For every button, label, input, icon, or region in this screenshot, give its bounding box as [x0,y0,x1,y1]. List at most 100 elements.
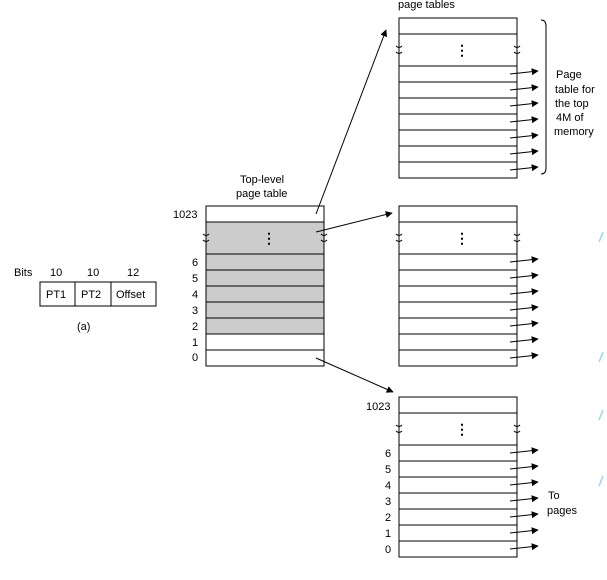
address-format: Bits 10 10 12 PT1 PT2 Offset (a) [14,267,157,333]
mid-arrow-3 [509,304,539,312]
bits-pt2: 10 [87,267,99,279]
top-entry-0 [205,349,325,367]
top-entry-ellipsis [205,221,325,255]
top-index-3: 3 [192,305,198,317]
bot-index-5: 5 [385,464,391,476]
bot-ellipsis: ⋮ [455,421,469,437]
top4m-arrow-0 [509,164,539,172]
top-index-1: 1 [192,337,198,349]
mid-entry-0 [398,349,518,367]
bot-arrow-6 [509,447,539,455]
top4m-ellipsis: ⋮ [455,42,469,58]
mid-entry-3 [398,301,518,319]
figure-caption: (a) [77,321,90,333]
mid-arrow-6 [509,256,539,264]
top-index-4: 4 [192,289,198,301]
top4m-entry-4 [398,97,518,115]
top4m-entry-1023 [398,17,518,35]
bot-entry-1023 [398,396,518,414]
top4m-entry-2 [398,129,518,147]
field-offset: Offset [116,289,145,301]
second-level-header: page tables [398,0,455,11]
bot-index-6: 6 [385,448,391,460]
top-index-1023: 1023 [173,209,197,221]
address-box [39,281,157,307]
top4m-entry-ellipsis [398,33,518,67]
bits-label: Bits [14,267,33,279]
top-index-0: 0 [192,352,198,364]
top-ellipsis: ⋮ [262,230,276,246]
bot-arrow-2 [509,511,539,519]
mid-entry-1 [398,333,518,351]
mid-arrow-5 [509,272,539,280]
bot-entry-0 [398,540,518,558]
bot-arrow-0 [509,543,539,551]
top4m-arrow-2 [509,132,539,140]
note-line-1: Page [556,69,582,81]
edge-stroke [598,475,604,487]
bits-offset: 12 [127,267,139,279]
to-pages-line-1: To [548,490,560,502]
mid-arrow-1 [509,336,539,344]
top-entry-6 [205,253,325,271]
bot-arrow-1 [509,527,539,535]
bot-entry-2 [398,508,518,526]
bot-entry-ellipsis [398,412,518,446]
break-marks [202,233,328,242]
top4m-entry-0 [398,161,518,179]
mid-arrow-0 [509,352,539,360]
top4m-entry-6 [398,65,518,83]
bot-entry-5 [398,460,518,478]
edge-stroke [598,231,604,243]
top-level-subtitle: page table [236,188,287,200]
top4m-bracket [540,19,547,175]
top-index-2: 2 [192,321,198,333]
top-index-6: 6 [192,257,198,269]
top4m-arrow-4 [509,100,539,108]
pointer-1023-arrow [315,29,388,215]
edge-stroke [598,351,604,363]
top4m-arrow-3 [509,116,539,124]
mid-entry-6 [398,253,518,271]
break-marks [395,45,521,54]
top4m-arrow-1 [509,148,539,156]
bot-index-4: 4 [385,480,391,492]
edge-stroke [598,409,604,421]
mid-entry-1023 [398,205,518,223]
top-entry-1023 [205,205,325,223]
top4m-arrow-6 [509,68,539,76]
top4m-arrow-5 [509,84,539,92]
break-marks [395,424,521,433]
bot-arrow-5 [509,463,539,471]
second-level-bottom-table: ⋮ 1023 6 5 4 3 2 1 0 To pages [366,396,577,558]
field-pt2: PT2 [81,289,101,301]
mid-entry-5 [398,269,518,287]
bot-index-2: 2 [385,512,391,524]
second-level-middle-table: ⋮ [395,205,539,367]
bot-entry-3 [398,492,518,510]
top-entry-1 [205,333,325,351]
top-index-5: 5 [192,273,198,285]
second-level-top-table: page tables ⋮ Page table for the top 4M … [395,0,595,179]
top4m-entry-3 [398,113,518,131]
bot-arrow-4 [509,479,539,487]
bot-entry-1 [398,524,518,542]
top-entry-2 [205,317,325,335]
mid-entry-4 [398,285,518,303]
bot-index-1023: 1023 [366,401,390,413]
bot-index-1: 1 [385,528,391,540]
note-line-4: 4M of [556,112,584,124]
top4m-entry-1 [398,145,518,163]
bits-pt1: 10 [50,267,62,279]
to-pages-line-2: pages [547,505,577,517]
pointer-0-arrow [315,357,394,393]
mid-arrow-2 [509,320,539,328]
mid-ellipsis: ⋮ [455,230,469,246]
note-line-2: table for [555,84,595,96]
edge-artifacts [598,231,604,487]
note-line-3: the top [555,98,589,110]
top-entry-5 [205,269,325,287]
mid-entry-2 [398,317,518,335]
bot-index-0: 0 [385,544,391,556]
top-level-title: Top-level [240,174,284,186]
